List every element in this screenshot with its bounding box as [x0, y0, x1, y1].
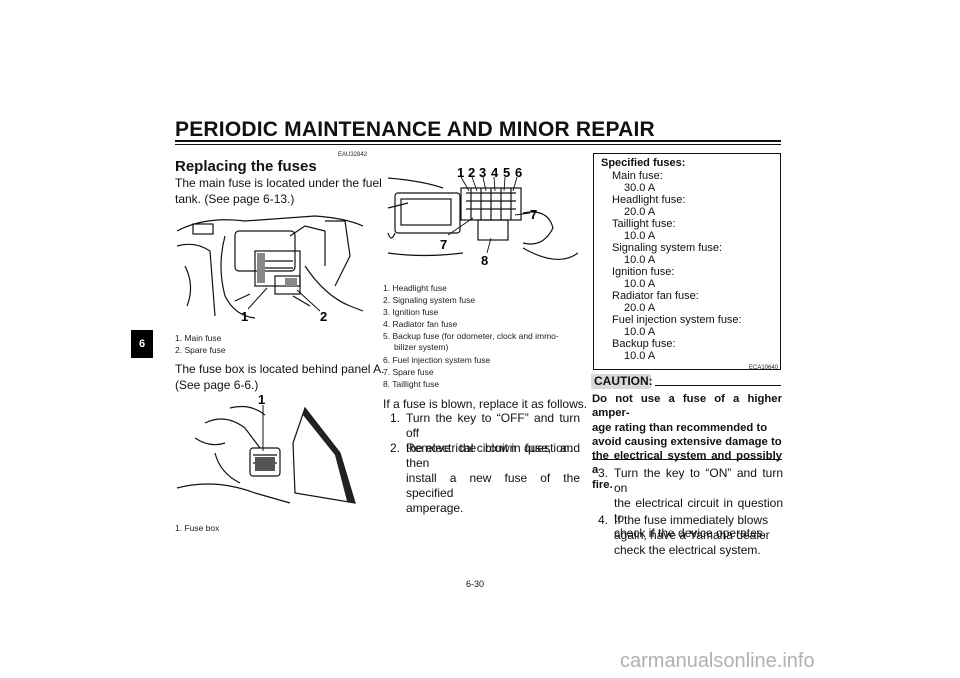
fig3-callout-7b: 7	[440, 237, 447, 252]
step-2: 2. Remove the blown fuse, and then insta…	[390, 441, 580, 515]
fuse-block-figure: 1 2 3 4 5 6 7 7 8	[383, 153, 578, 281]
fig3-callout-2: 2	[468, 165, 475, 180]
fig3-caption-5: 5. Backup fuse (for odometer, clock and …	[383, 331, 559, 341]
step-line: the electrical circuit in question.	[406, 441, 573, 455]
spec-value: 10.0 A	[624, 254, 656, 266]
fig3-callout-5: 5	[503, 165, 510, 180]
caution-text: Do not use a fuse of a higher amper- age…	[592, 392, 782, 492]
fig3-callout-6: 6	[515, 165, 522, 180]
step-line: Turn the key to “ON” and turn on	[614, 466, 783, 495]
fig1-callout-1: 1	[241, 309, 248, 324]
step-line: check if the device operates.	[614, 526, 767, 540]
caution-line: age rating than recommended to	[592, 421, 768, 434]
main-fuse-figure: 1 2	[175, 206, 365, 328]
section-code: EAU32842	[338, 152, 368, 158]
fig1-callout-2: 2	[320, 309, 327, 324]
step-number: 3.	[598, 466, 609, 480]
spec-label: Taillight fuse:	[612, 218, 676, 230]
fig3-caption-8: 8. Taillight fuse	[383, 379, 440, 389]
step-line: check the electrical system.	[614, 543, 761, 557]
step-3: 3. Turn the key to “ON” and turn on the …	[598, 466, 783, 540]
fig2-callout-1: 1	[258, 393, 265, 407]
header-rule	[175, 140, 781, 142]
step-line: Turn the key to “OFF” and turn off	[406, 411, 580, 440]
step-line: amperage.	[406, 501, 464, 515]
fig3-caption-3: 3. Ignition fuse	[383, 307, 439, 317]
para2-line1: The fuse box is located behind panel A.	[175, 362, 385, 376]
caution-line: fire.	[592, 478, 613, 491]
spec-title: Specified fuses:	[601, 157, 686, 169]
specified-fuses-box: Specified fuses: Main fuse: 30.0 A Headl…	[593, 153, 781, 370]
fig3-caption-2: 2. Signaling system fuse	[383, 295, 476, 305]
spec-label: Signaling system fuse:	[612, 242, 723, 254]
fig3-callout-1: 1	[457, 165, 464, 180]
caution-code: ECA10640	[749, 365, 779, 371]
step-number: 2.	[390, 441, 401, 455]
step-line: the electrical circuit in question to	[614, 496, 783, 525]
spec-value: 20.0 A	[624, 206, 656, 218]
step-number: 4.	[598, 513, 609, 527]
fig1-caption-1: 1. Main fuse	[175, 333, 222, 343]
spec-value: 20.0 A	[624, 302, 656, 314]
fig3-callout-4: 4	[491, 165, 499, 180]
spec-label: Ignition fuse:	[612, 266, 675, 278]
para1-line1: The main fuse is located under the fuel	[175, 176, 382, 190]
spec-value: 10.0 A	[624, 230, 656, 242]
fig1-caption-2: 2. Spare fuse	[175, 345, 226, 355]
para2-line2: (See page 6-6.)	[175, 378, 259, 392]
watermark: carmanualsonline.info	[620, 650, 815, 672]
spec-value: 10.0 A	[624, 350, 656, 362]
spec-value: 10.0 A	[624, 278, 656, 290]
step-line: again, have a Yamaha dealer	[614, 528, 770, 542]
page-number: 6-30	[466, 579, 485, 589]
fig3-caption-6: 6. Fuel injection system fuse	[383, 355, 491, 365]
para1-line2: tank. (See page 6-13.)	[175, 192, 295, 206]
fig3-caption-4: 4. Radiator fan fuse	[383, 319, 458, 329]
fig3-callout-8: 8	[481, 253, 488, 268]
step-line: If the fuse immediately blows	[614, 513, 769, 527]
page-title: PERIODIC MAINTENANCE AND MINOR REPAIR	[175, 118, 655, 141]
caution-badge: CAUTION:	[591, 374, 653, 389]
step-number: 1.	[390, 411, 401, 425]
fig3-caption-1: 1. Headlight fuse	[383, 283, 447, 293]
spec-label: Radiator fan fuse:	[612, 290, 699, 302]
spec-label: Backup fuse:	[612, 338, 676, 350]
steps-intro: If a fuse is blown, replace it as follow…	[383, 397, 588, 411]
step-4: 4. If the fuse immediately blows again, …	[598, 513, 783, 561]
spec-label: Main fuse:	[612, 170, 663, 182]
chapter-tab: 6	[131, 330, 153, 358]
fig3-caption-7: 7. Spare fuse	[383, 367, 434, 377]
fig2-caption-1: 1. Fuse box	[175, 523, 220, 533]
fuse-box-figure: 1	[175, 393, 365, 518]
caution-line: avoid causing extensive damage to	[592, 435, 782, 448]
fig3-callout-7a: 7	[530, 207, 537, 222]
step-line: Remove the blown fuse, and then	[406, 441, 580, 470]
spec-value: 30.0 A	[624, 182, 656, 194]
step-1: 1. Turn the key to “OFF” and turn off th…	[390, 411, 580, 455]
fig3-caption-5-cont: bilizer system)	[394, 342, 449, 352]
spec-label: Headlight fuse:	[612, 194, 686, 206]
header-rule-thin	[175, 144, 781, 145]
section-heading: Replacing the fuses	[175, 158, 317, 175]
caution-line: Do not use a fuse of a higher amper-	[592, 393, 782, 420]
caution-rule	[655, 385, 781, 386]
spec-value: 10.0 A	[624, 326, 656, 338]
caution-bottom-rule	[592, 459, 782, 460]
step-line: install a new fuse of the specified	[406, 471, 580, 500]
fig3-callout-3: 3	[479, 165, 486, 180]
spec-label: Fuel injection system fuse:	[612, 314, 742, 326]
